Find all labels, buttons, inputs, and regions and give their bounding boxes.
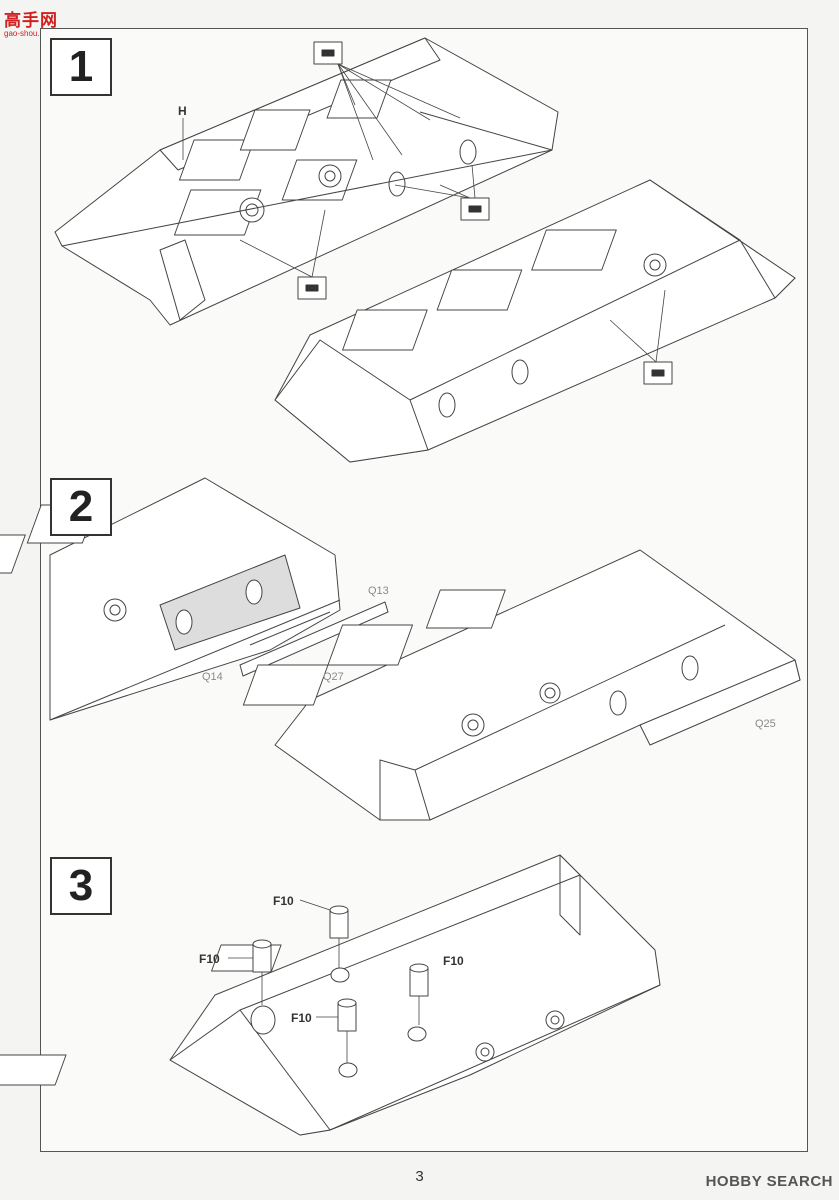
watermark-url: gao-shou.com <box>4 29 55 38</box>
step2-hull-right <box>242 549 801 821</box>
part-label-f10-d: F10 <box>291 1011 312 1025</box>
part-label-h: H <box>178 104 187 118</box>
step1-hull-left <box>54 37 559 326</box>
part-label-q27: Q27 <box>323 671 344 683</box>
part-label-f10-a: F10 <box>273 894 294 908</box>
part-label-f10-b: F10 <box>199 952 220 966</box>
part-label-q13: Q13 <box>368 585 389 597</box>
part-label-f10-c: F10 <box>443 954 464 968</box>
step2-hull-left <box>0 477 389 721</box>
watermark-logo: 高手网 <box>4 11 58 30</box>
watermark-brand: HOBBY SEARCH <box>705 1173 833 1190</box>
step1-hull-right <box>274 179 796 463</box>
step-1-number: 1 <box>50 38 112 96</box>
watermark-top: 高手网 gao-shou.com <box>4 6 66 38</box>
step-2-number: 2 <box>50 478 112 536</box>
part-label-q25: Q25 <box>755 718 776 730</box>
part-label-q14: Q14 <box>202 671 223 683</box>
step3-hull <box>0 854 661 1136</box>
step1-callout-icons <box>305 49 665 377</box>
step1-leader-lines <box>182 63 666 363</box>
page-number: 3 <box>415 1168 424 1185</box>
step-3-number: 3 <box>50 857 112 915</box>
